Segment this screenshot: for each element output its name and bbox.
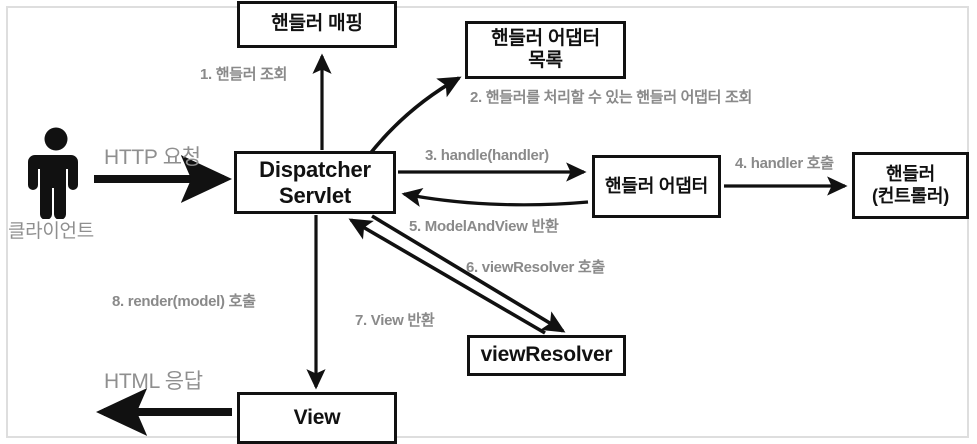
node-handler-adapter-label: 핸들러 어댑터: [605, 175, 708, 196]
node-handler-adapter-list[interactable]: 핸들러 어댑터 목록: [465, 21, 626, 79]
edge-label-http-response: HTML 응답: [104, 370, 203, 393]
node-handler-adapter-list-line1: 핸들러 어댑터: [491, 27, 600, 49]
node-handler-controller[interactable]: 핸들러 (컨트롤러): [852, 152, 969, 219]
node-dispatcher-servlet-line2: Servlet: [279, 182, 351, 208]
node-handler-controller-line2: (컨트롤러): [871, 185, 950, 206]
edge-label-step7: 7. View 반환: [355, 312, 435, 329]
node-dispatcher-servlet-line1: Dispatcher: [259, 156, 371, 182]
edge-label-step6: 6. viewResolver 호출: [466, 259, 605, 276]
edge-step6: [371, 214, 566, 333]
edge-step5: [401, 188, 589, 207]
node-handler-mapping[interactable]: 핸들러 매핑: [237, 1, 397, 48]
edge-label-step2: 2. 핸들러를 처리할 수 있는 핸들러 어댑터 조회: [470, 89, 752, 106]
node-view-resolver-label: viewResolver: [480, 343, 613, 367]
node-view-label: View: [293, 405, 341, 429]
node-view-resolver[interactable]: viewResolver: [467, 335, 626, 376]
node-handler-adapter[interactable]: 핸들러 어댑터: [592, 155, 721, 218]
edge-label-http-request: HTTP 요청: [104, 146, 201, 169]
client-label: 클라이언트: [8, 221, 94, 242]
person-icon: [28, 127, 78, 219]
edge-label-step3: 3. handle(handler): [425, 147, 549, 164]
node-view[interactable]: View: [237, 392, 397, 444]
node-handler-controller-line1: 핸들러: [885, 164, 936, 185]
edge-label-step8: 8. render(model) 호출: [112, 293, 256, 310]
edge-step7: [348, 218, 546, 335]
node-handler-adapter-list-line2: 목록: [528, 50, 563, 71]
node-dispatcher-servlet[interactable]: Dispatcher Servlet: [234, 151, 396, 214]
edge-label-step5: 5. ModelAndView 반환: [409, 218, 559, 235]
edge-step2: [367, 76, 462, 157]
node-handler-mapping-label: 핸들러 매핑: [271, 13, 363, 35]
edge-label-step1: 1. 핸들러 조회: [200, 66, 288, 83]
edge-label-step4: 4. handler 호출: [735, 155, 834, 172]
